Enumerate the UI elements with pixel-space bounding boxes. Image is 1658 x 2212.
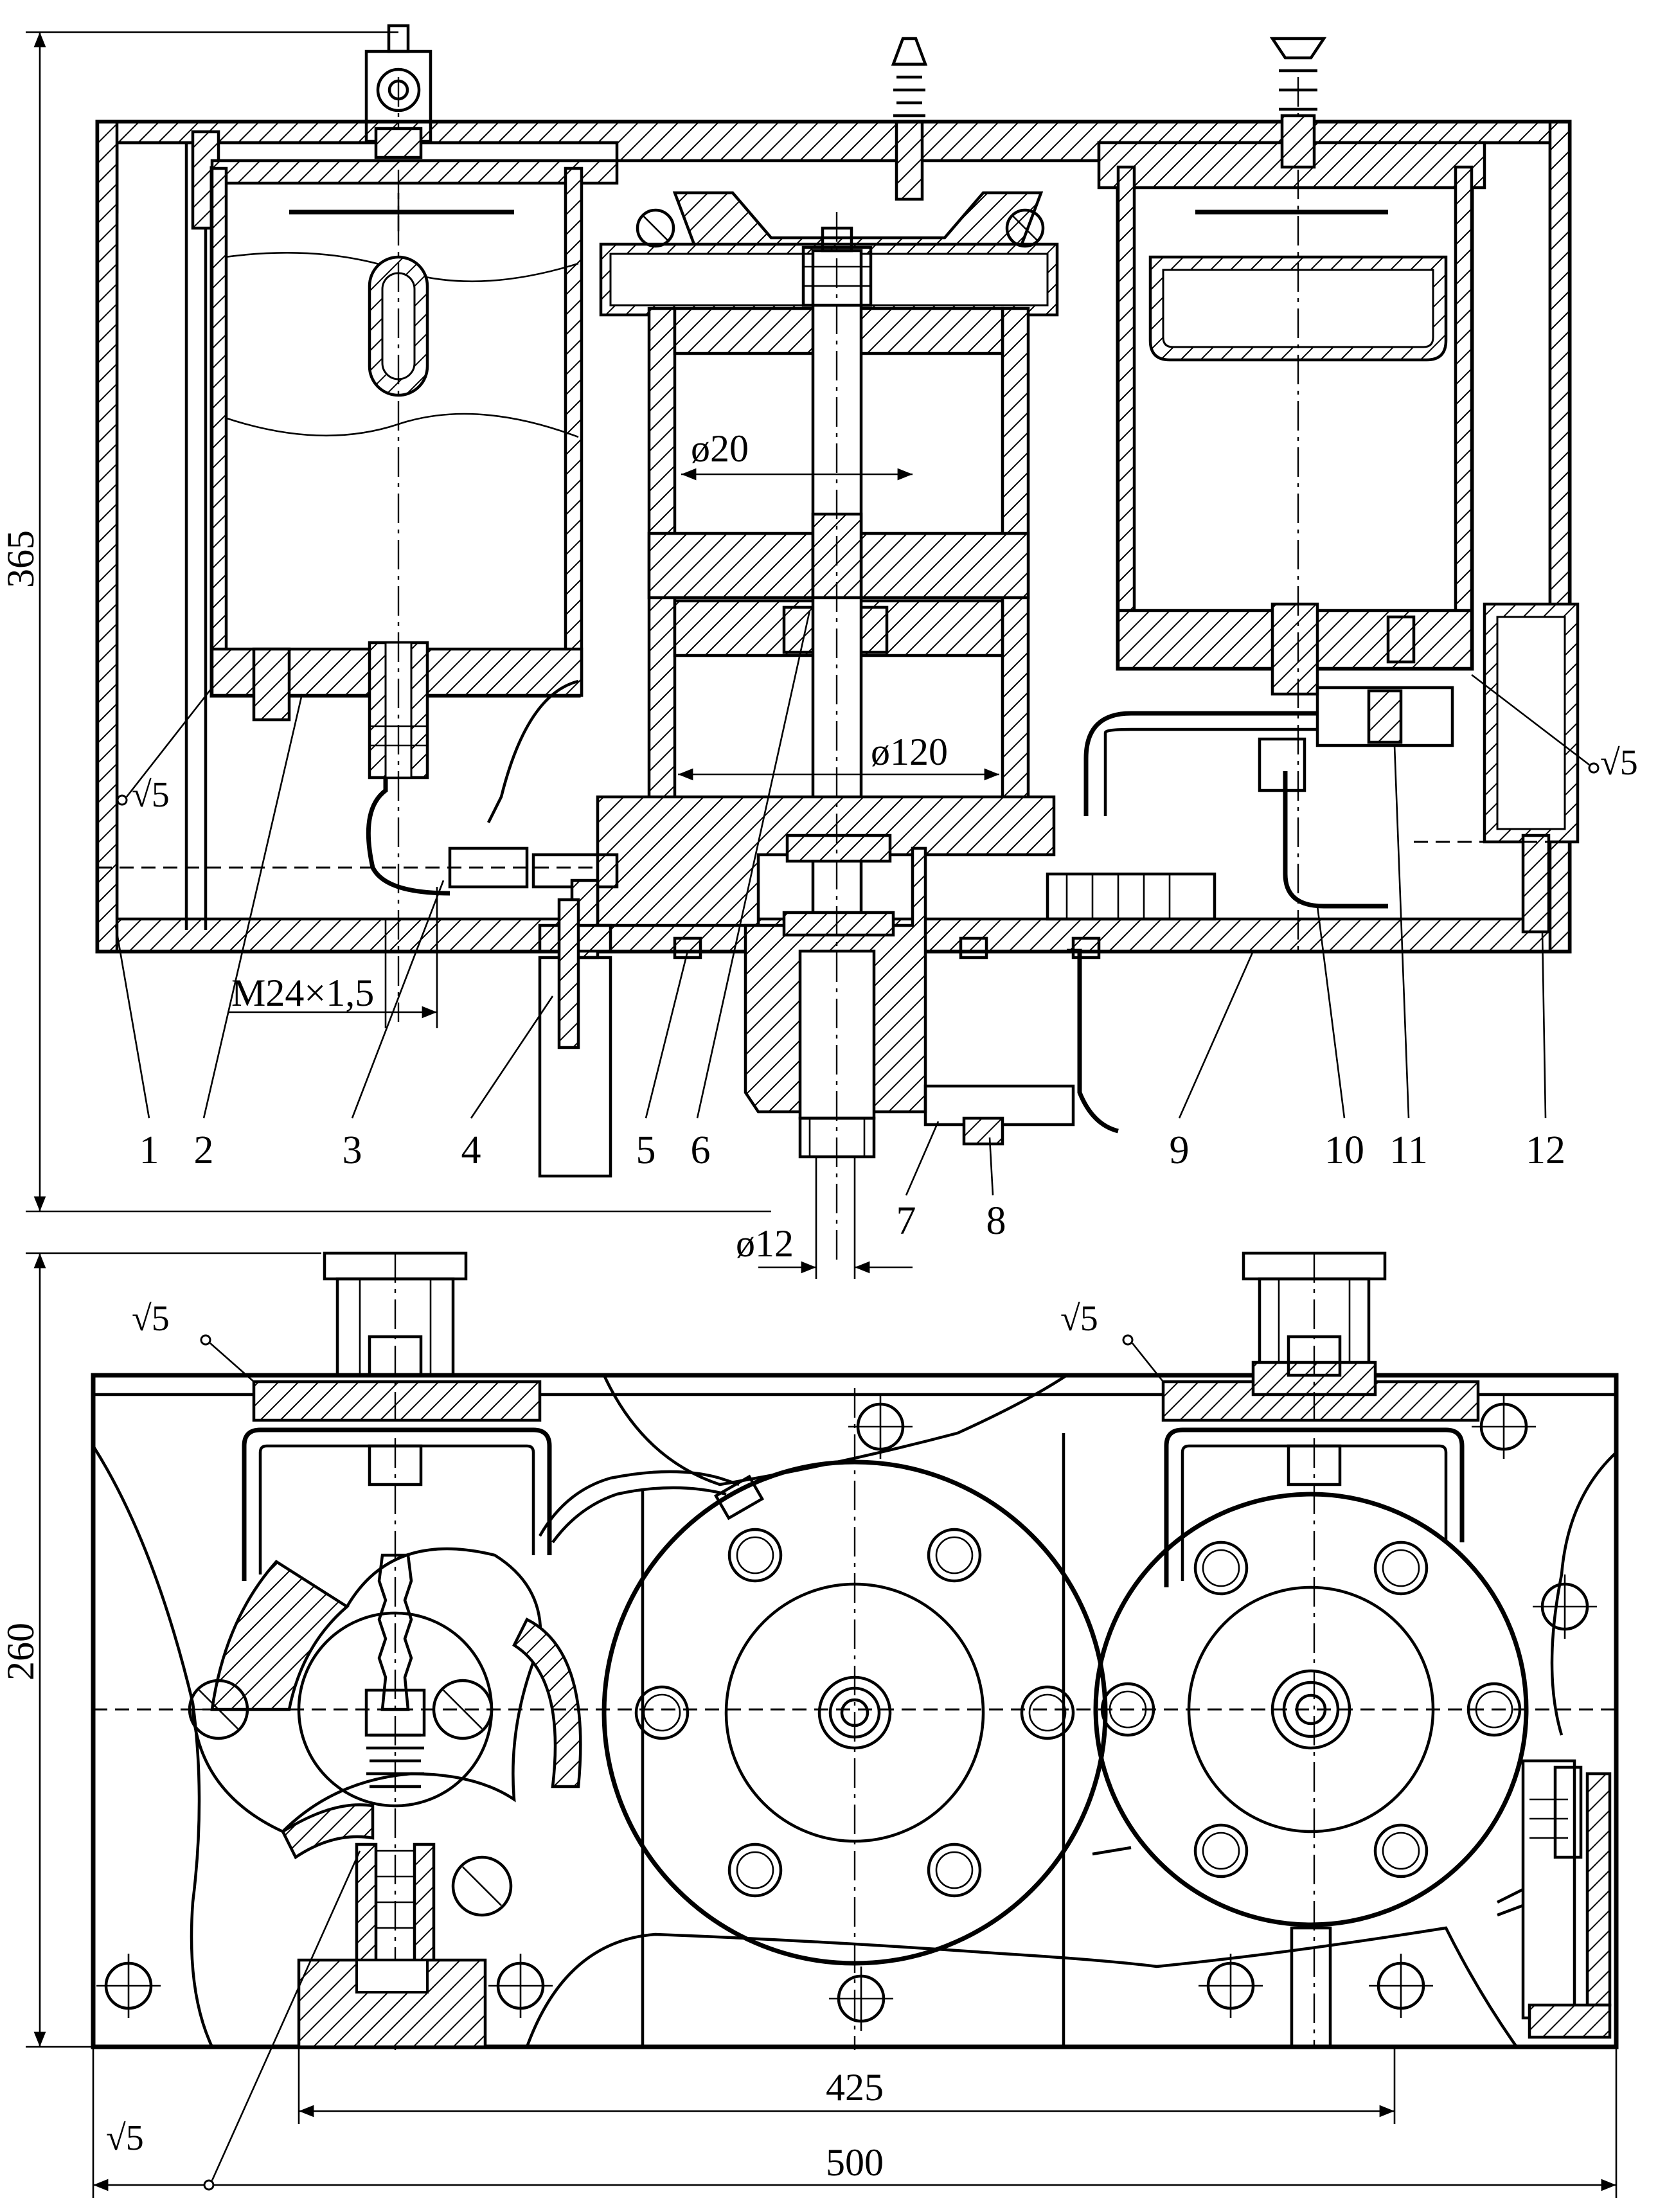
break-line-top <box>602 1374 1068 1486</box>
pipe-plan-left <box>539 1470 740 1537</box>
left-flange-cut <box>186 1547 582 2049</box>
dim-width-500-text: 500 <box>826 2141 884 2184</box>
dim-thread: M24×1,5 <box>228 887 438 1028</box>
part-label-1: 1 <box>139 1128 159 1172</box>
pipe-3 <box>366 778 450 896</box>
center-flange-bolts <box>634 1528 1075 1898</box>
part-label-7: 7 <box>896 1199 916 1243</box>
dim-height-365: 3 65 <box>0 31 771 1213</box>
fitting-11 <box>1315 686 1454 747</box>
top-section-view <box>95 24 1580 1260</box>
dim-cylinder-diameter-text: ø120 <box>871 731 948 773</box>
roughness-top-right-text: √5 <box>1060 1299 1098 1339</box>
part-label-2: 2 <box>194 1128 214 1172</box>
right-flange <box>1093 1492 1529 2049</box>
part-label-10: 10 <box>1324 1128 1364 1172</box>
pipe-9 <box>1067 949 1119 1134</box>
roughness-left: √5 <box>116 687 213 815</box>
dim-outlet-diameter: ø12 <box>736 1157 913 1279</box>
dim-height-260: 260 <box>0 1252 321 2048</box>
part-leaders <box>114 610 1547 1196</box>
bracket-right <box>1161 1251 1480 1587</box>
roughness-right-text: √5 <box>1600 743 1638 783</box>
dim-width-500: 500 <box>92 2047 1618 2198</box>
pipe-10-upper <box>1083 711 1317 816</box>
part-label-8: 8 <box>986 1199 1006 1243</box>
plan-small-pipe <box>1092 1846 1132 1856</box>
fitting-right <box>1046 872 1217 921</box>
pipe-10-lower <box>1283 771 1388 909</box>
center-pump <box>596 37 1059 1159</box>
left-wall <box>96 120 119 953</box>
right-tank <box>1097 141 1486 696</box>
part-label-12: 12 <box>1526 1128 1565 1172</box>
dim-bolt-span-425-text: 425 <box>826 2066 884 2109</box>
roughness-bottom-left-text: √5 <box>106 2118 144 2158</box>
part-label-4: 4 <box>461 1128 481 1172</box>
left-top-fitting <box>364 24 432 159</box>
break-line-right <box>1550 1451 1618 1736</box>
roughness-left-text: √5 <box>132 775 170 815</box>
pipe-left-link <box>486 679 579 824</box>
roughness-bottom-left: √5 <box>106 1850 361 2191</box>
roughness-top-left-text: √5 <box>132 1299 170 1339</box>
right-top-fitting <box>1269 37 1327 169</box>
part-label-3: 3 <box>343 1128 362 1172</box>
dim-height-260-text: 260 <box>0 1623 42 1681</box>
dim-cylinder-diameter: ø120 <box>678 731 999 781</box>
bracket-left <box>242 1251 552 1581</box>
base-holes <box>96 1395 1597 2031</box>
pipe-plan-left-inner <box>551 1486 727 1544</box>
dim-rod-diameter: ø20 <box>681 427 913 481</box>
break-line-bottom <box>525 1926 1518 2048</box>
dim-rod-diameter-text: ø20 <box>691 427 749 470</box>
part-label-5: 5 <box>636 1128 656 1172</box>
dim-outlet-diameter-text: ø12 <box>736 1222 794 1265</box>
roughness-top-right: √5 <box>1060 1299 1164 1382</box>
roughness-right: √5 <box>1471 673 1638 783</box>
dim-bolt-span-425: 425 <box>298 2047 1396 2124</box>
plan-right-valve <box>1496 1759 1612 2039</box>
part-label-9: 9 <box>1170 1128 1190 1172</box>
bottom-plan-view <box>91 1251 1619 2050</box>
part-labels: 1 2 3 4 5 6 7 8 9 10 11 12 <box>139 1128 1566 1243</box>
break-line-left <box>92 1445 214 2047</box>
dim-thread-text: M24×1,5 <box>231 972 374 1014</box>
part-label-6: 6 <box>691 1128 711 1172</box>
left-tank <box>209 159 619 780</box>
dim-height-365-text: 365 <box>0 530 42 588</box>
part-label-11: 11 <box>1389 1128 1428 1172</box>
pipe-10-upper-inner <box>1103 727 1317 816</box>
roughness-top-left: √5 <box>132 1299 254 1382</box>
